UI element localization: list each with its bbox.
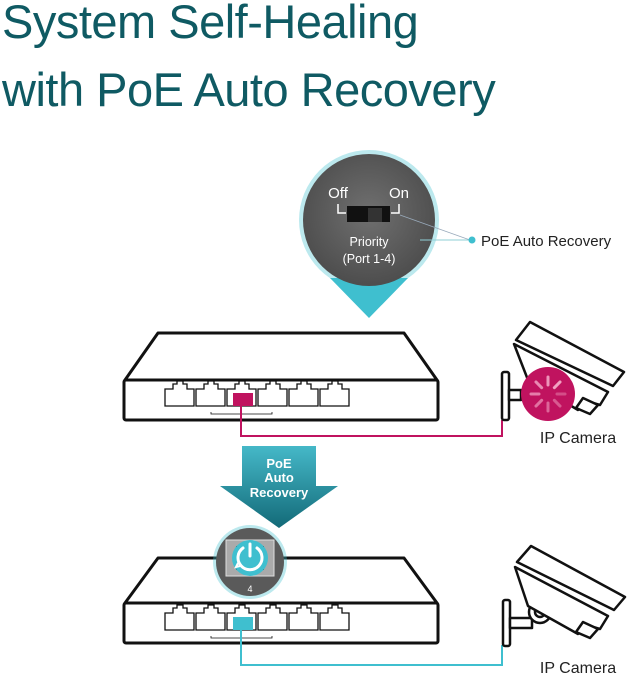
arrow-text-2: Auto [264,470,294,485]
switch-off-label: Off [328,185,349,202]
ip-camera-top: IP Camera [500,320,626,447]
callout-pointer [330,278,408,318]
active-port-bottom[interactable] [233,617,253,630]
title-line-2: with PoE Auto Recovery [2,63,496,116]
ethernet-port-1[interactable] [164,604,195,631]
ethernet-port-5[interactable] [288,604,319,631]
dip-switch-callout: Off On Priority (Port 1-4) PoE Auto Reco… [299,150,612,318]
dip-switch-toggle[interactable] [368,208,382,222]
leader-dot [468,236,476,244]
port-zoom: 4 [213,525,287,599]
loading-status-icon [521,367,575,421]
spinner-tick [534,398,544,408]
camera-label-bottom: IP Camera [540,660,616,677]
cable-top [240,406,503,437]
switch-top [122,331,440,422]
ethernet-port-5[interactable] [288,380,319,407]
ethernet-port-6[interactable] [319,604,350,631]
active-port-top[interactable] [233,393,253,406]
leader-line-diag [399,214,471,241]
arrow-text-1: PoE [266,456,292,471]
recovery-arrow: PoE Auto Recovery [220,446,338,528]
switch-bottom [122,556,440,645]
ethernet-port-1[interactable] [164,380,195,407]
switch-top-body [123,331,439,382]
ethernet-port-6[interactable] [319,380,350,407]
spinner-tick [552,380,562,390]
switch-on-label: On [389,185,409,202]
title-line-1: System Self-Healing [2,0,419,48]
switch-caption-2: (Port 1-4) [343,252,396,266]
ip-camera-bottom: IP Camera [501,544,627,677]
spinner-tick [552,398,562,408]
ethernet-port-4[interactable] [257,380,288,407]
arrow-text-3: Recovery [250,485,309,500]
ethernet-port-4[interactable] [257,604,288,631]
switch-caption-1: Priority [350,235,390,249]
ethernet-port-2[interactable] [195,604,226,631]
port-number: 4 [247,584,252,594]
cable-bottom [240,630,503,666]
on-bracket [391,204,400,214]
ethernet-port-2[interactable] [195,380,226,407]
camera-label-top: IP Camera [540,430,616,447]
down-arrow-shape [220,446,338,528]
off-bracket [337,204,346,214]
poe-auto-recovery-label: PoE Auto Recovery [481,233,612,250]
spinner-tick [534,380,544,390]
